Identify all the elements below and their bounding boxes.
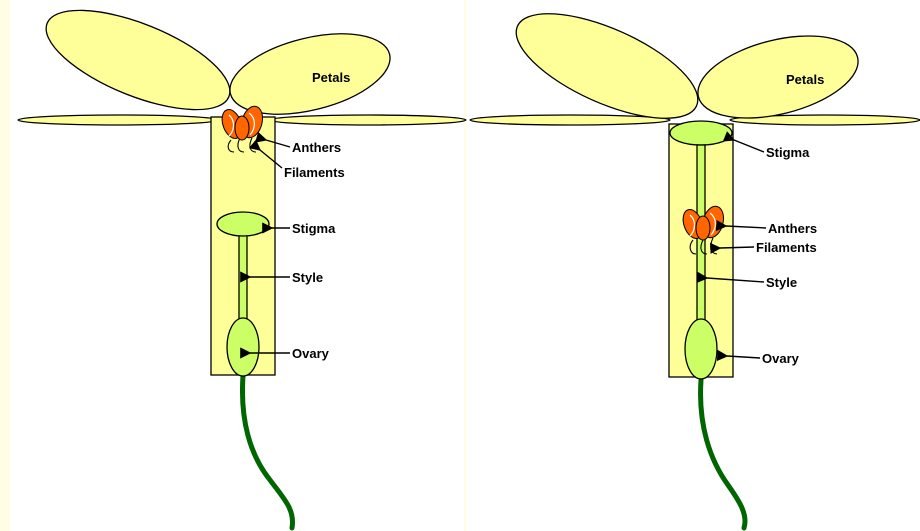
left-petal-horizontal-right bbox=[270, 115, 466, 125]
left-stem bbox=[242, 376, 292, 528]
left-petals-label: Petals bbox=[312, 70, 350, 85]
right-petals-label: Petals bbox=[786, 72, 824, 87]
right-stigma bbox=[670, 121, 732, 145]
right-stem bbox=[701, 380, 745, 528]
left-stigma bbox=[217, 212, 269, 236]
left-petal-upper-left bbox=[34, 0, 243, 130]
left-anthers-label: Anthers bbox=[292, 140, 341, 155]
left-style bbox=[239, 230, 247, 326]
left-stigma-label: Stigma bbox=[292, 221, 336, 236]
left-ovary-label: Ovary bbox=[292, 346, 330, 361]
right-filaments-pointer bbox=[720, 247, 754, 248]
right-petal-horizontal-left bbox=[470, 115, 670, 125]
right-ovary bbox=[685, 319, 717, 379]
right-stigma-pointer bbox=[734, 140, 764, 152]
left-filaments-label: Filaments bbox=[284, 165, 345, 180]
right-anthers-label: Anthers bbox=[768, 221, 817, 236]
right-style-label: Style bbox=[766, 275, 797, 290]
left-ovary bbox=[227, 318, 259, 376]
right-stigma-label: Stigma bbox=[766, 145, 810, 160]
right-flower: Petals Stigma Anthers Filaments Style Ov… bbox=[470, 0, 920, 528]
left-petal-horizontal-left bbox=[18, 115, 218, 125]
right-filaments-label: Filaments bbox=[756, 240, 817, 255]
right-ovary-label: Ovary bbox=[762, 351, 800, 366]
left-style-label: Style bbox=[292, 270, 323, 285]
left-flower: Petals Anthers Filaments Stigma Style Ov… bbox=[18, 0, 466, 528]
